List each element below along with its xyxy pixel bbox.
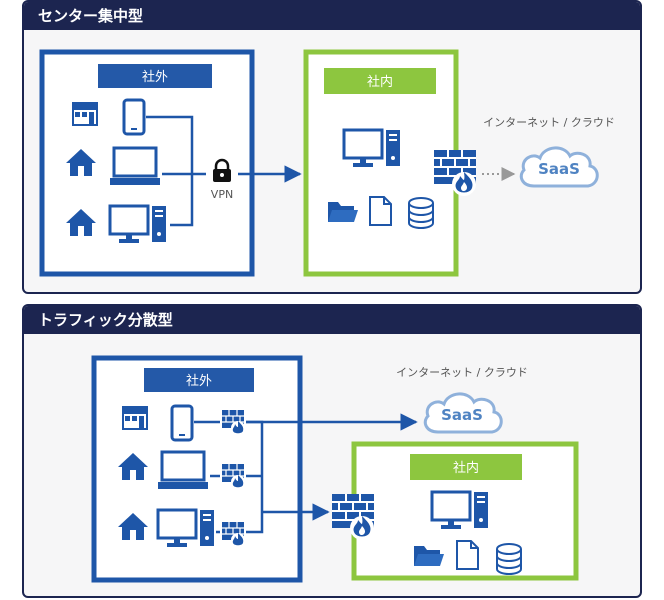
vpn-label: VPN (211, 188, 233, 201)
external-label: 社外 (186, 373, 212, 389)
laptop-icon (108, 146, 162, 187)
top-diagram: 社外 社内 VPN インターネット / クラウド SaaS (39, 49, 615, 277)
document-icon (456, 540, 479, 570)
panel-traffic-distributed: トラフィック分散型 社外 社内 (22, 304, 642, 598)
laptop-icon (156, 450, 210, 491)
internal-label-bg (410, 454, 522, 480)
internal-label: 社内 (453, 460, 479, 476)
saas-label: SaaS (538, 160, 580, 178)
external-label-bg (144, 368, 254, 392)
internet-label: インターネット / クラウド (396, 366, 528, 379)
document-icon (369, 196, 392, 226)
phone-icon (170, 404, 194, 442)
bottom-diagram: 社外 社内 インターネ (91, 355, 579, 583)
panel-title: センター集中型 (24, 2, 640, 30)
panel-center-concentrated: センター集中型 社外 社内 VPN インターネ (22, 0, 642, 294)
connection-lines (194, 413, 418, 534)
phone-icon (122, 98, 146, 136)
external-label-bg (98, 64, 212, 88)
external-label: 社外 (142, 69, 168, 85)
internal-label-bg (324, 68, 436, 94)
internal-label: 社内 (367, 74, 393, 90)
firewall-icon (331, 493, 375, 541)
panel-title: トラフィック分散型 (24, 306, 640, 334)
internet-label: インターネット / クラウド (483, 116, 615, 129)
saas-label: SaaS (441, 406, 483, 424)
connection-lines (146, 115, 302, 227)
